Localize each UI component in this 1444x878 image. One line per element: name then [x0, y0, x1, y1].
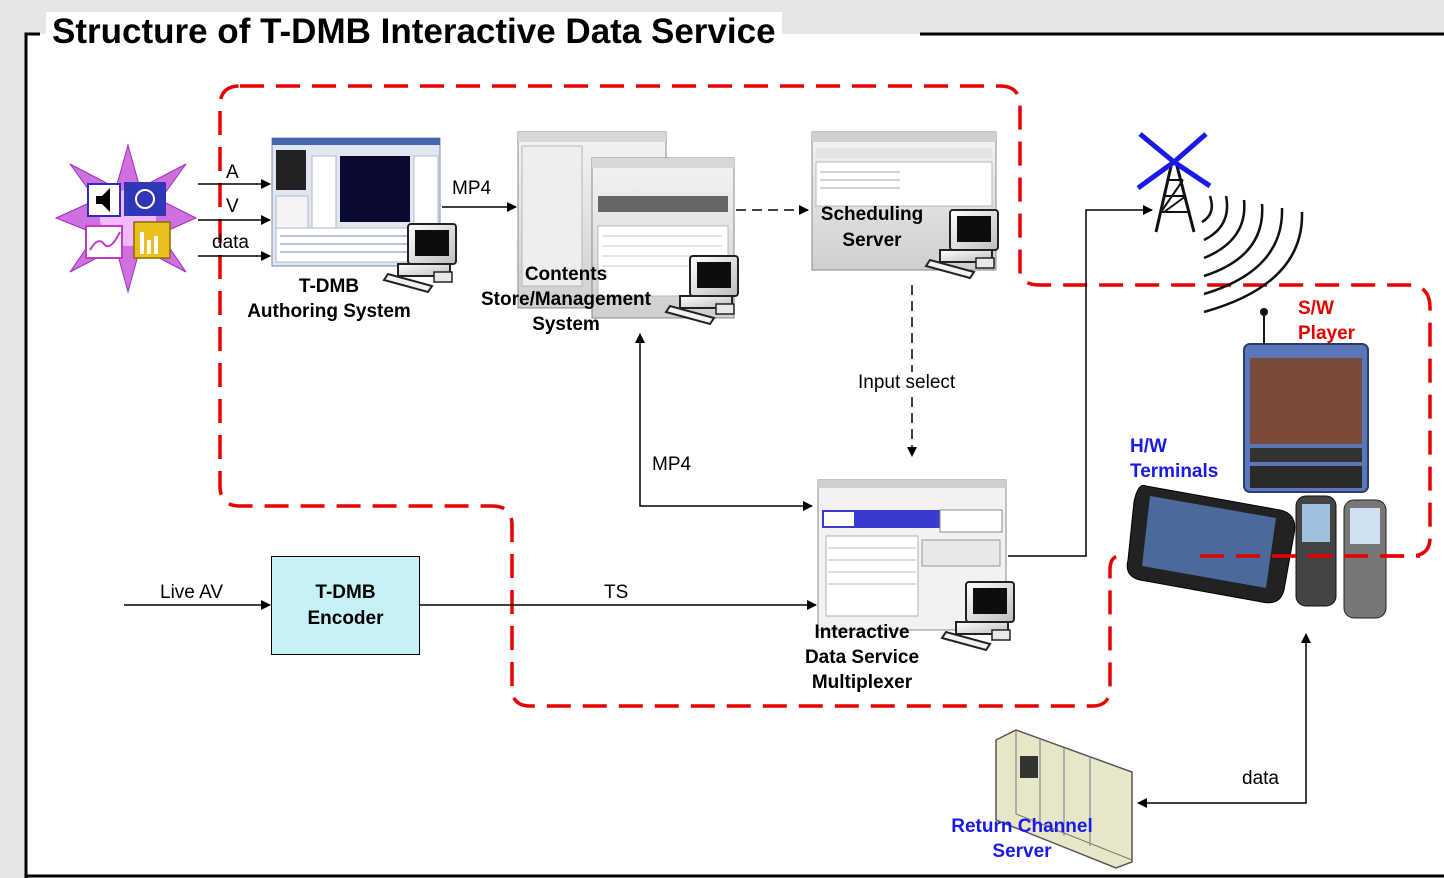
contents-line3: System	[532, 314, 600, 335]
hw-terminals-line2: Terminals	[1130, 461, 1219, 482]
flow-label-mp4-top: MP4	[452, 178, 492, 199]
dashed-boundary-authoring	[218, 84, 1432, 708]
multiplexer-line1: Interactive	[814, 622, 910, 643]
input-label-data: data	[212, 232, 249, 253]
encoder-box: T-DMB Encoder	[271, 556, 420, 655]
multiplexer-line3: Multiplexer	[811, 672, 913, 693]
media-source-star-icon	[54, 143, 198, 294]
diagram-title: Structure of T-DMB Interactive Data Serv…	[46, 12, 782, 52]
flow-label-mp4-left: MP4	[652, 454, 692, 475]
input-label-v: V	[226, 196, 239, 217]
flow-label-input-select: Input select	[858, 372, 956, 394]
return-channel-line1: Return Channel	[951, 816, 1093, 837]
sw-player-device-icon	[1243, 308, 1369, 493]
sw-player-line2: Player	[1298, 323, 1356, 344]
return-channel-label: Return Channel Server	[940, 814, 1104, 864]
authoring-line1: T-DMB	[298, 276, 360, 297]
scheduling-line1: Scheduling	[820, 204, 924, 225]
contents-line2: Store/Management	[481, 289, 651, 310]
flow-label-live-av: Live AV	[160, 582, 224, 603]
multiplexer-line2: Data Service	[804, 647, 920, 668]
radio-waves-icon	[1201, 195, 1304, 314]
authoring-screenshot-icon	[271, 137, 441, 267]
contents-line1: Contents	[524, 264, 608, 285]
return-channel-line2: Server	[992, 841, 1052, 862]
encoder-line1: T-DMB	[315, 581, 376, 603]
multiplexer-label: Interactive Data Service Multiplexer	[792, 620, 932, 695]
mobile-phone-icon	[1126, 484, 1387, 619]
input-label-a: A	[226, 162, 239, 183]
hw-terminals-label: H/W Terminals	[1130, 434, 1218, 484]
encoder-line2: Encoder	[307, 607, 384, 629]
sw-player-line1: S/W	[1298, 298, 1334, 319]
authoring-line2: Authoring System	[247, 301, 411, 322]
scheduling-line2: Server	[842, 230, 902, 251]
scheduling-server-label: Scheduling Server	[812, 202, 932, 254]
flow-label-ts: TS	[604, 582, 629, 603]
server-rack-icon	[995, 729, 1133, 869]
authoring-system-label: T-DMB Authoring System	[236, 274, 422, 324]
hw-terminals-line1: H/W	[1130, 436, 1167, 457]
sw-player-label: S/W Player	[1298, 296, 1355, 346]
broadcast-tower-icon	[1136, 132, 1212, 233]
contents-system-label: Contents Store/Management System	[470, 262, 662, 337]
flow-label-data-return: data	[1242, 768, 1279, 789]
